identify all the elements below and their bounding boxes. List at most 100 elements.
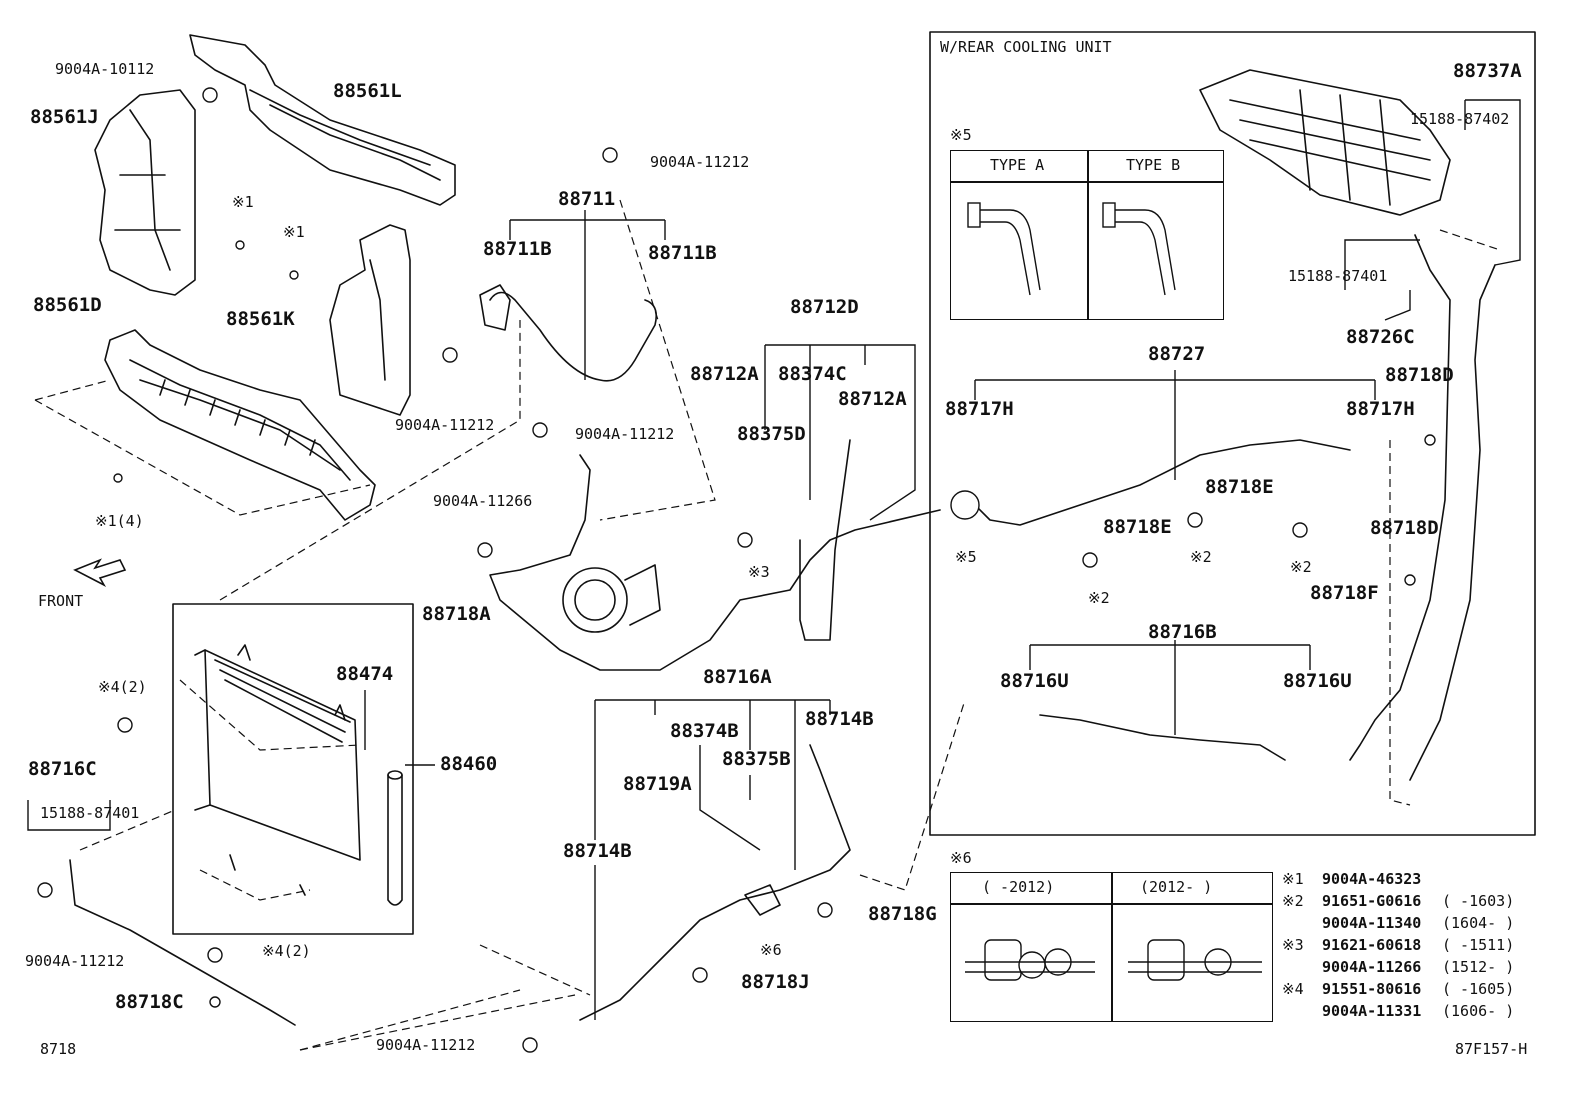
legend-range: ( -1603) bbox=[1442, 892, 1515, 910]
bracket-88716C bbox=[27, 800, 111, 831]
callout-88712A-right[interactable]: 88712A bbox=[838, 388, 907, 410]
legend-part: 9004A-11331 bbox=[1322, 1002, 1422, 1020]
receiver-dryer bbox=[387, 770, 403, 906]
rear-pipes bbox=[969, 234, 1496, 781]
bolt-icon bbox=[207, 947, 223, 963]
legend-mark: ※4 bbox=[1282, 980, 1304, 998]
callout-88727[interactable]: 88727 bbox=[1148, 343, 1206, 365]
legend-range: (1512- ) bbox=[1442, 958, 1515, 976]
callout-88718F[interactable]: 88718F bbox=[1310, 582, 1379, 604]
bolt-icon bbox=[442, 347, 458, 363]
callout-15188-87401-left[interactable]: 15188-87401 bbox=[40, 804, 140, 822]
note6-col-a: ( -2012) bbox=[982, 878, 1055, 896]
callout-9004A-11266[interactable]: 9004A-11266 bbox=[433, 492, 533, 510]
leader-dashed bbox=[34, 379, 371, 516]
note5-type-b-pipe bbox=[1110, 209, 1176, 296]
callout-9004A-10112[interactable]: 9004A-10112 bbox=[55, 60, 155, 78]
bolt-icon bbox=[235, 240, 245, 250]
callout-88717H-left[interactable]: 88717H bbox=[945, 398, 1014, 420]
callout-88561L[interactable]: 88561L bbox=[333, 80, 402, 102]
legend-part: 9004A-46323 bbox=[1322, 870, 1422, 888]
note5-type-b: TYPE B bbox=[1126, 156, 1181, 174]
bracket-88737A bbox=[1464, 99, 1521, 266]
discharge-hose-88711 bbox=[479, 284, 658, 382]
legend-part: 9004A-11340 bbox=[1322, 914, 1422, 932]
leader-dashed bbox=[199, 869, 311, 901]
callout-88737A[interactable]: 88737A bbox=[1453, 60, 1522, 82]
callout-88716C[interactable]: 88716C bbox=[28, 758, 97, 780]
legend-part: 9004A-11266 bbox=[1322, 958, 1422, 976]
note5-type-a-pipe bbox=[975, 209, 1041, 296]
callout-88718J[interactable]: 88718J bbox=[741, 971, 810, 993]
callout-15188-87401-right[interactable]: 15188-87401 bbox=[1288, 267, 1388, 285]
callout-88375D[interactable]: 88375D bbox=[737, 423, 806, 445]
note5-mark: ※5 bbox=[950, 126, 972, 144]
bolt-icon bbox=[1187, 512, 1203, 528]
bolt-icon bbox=[532, 422, 548, 438]
right-side-seal bbox=[329, 224, 411, 416]
note5-type-a: TYPE A bbox=[990, 156, 1045, 174]
legend-part: 91621-60618 bbox=[1322, 936, 1422, 954]
callout-mark5: ※5 bbox=[955, 548, 977, 566]
callout-88374C[interactable]: 88374C bbox=[778, 363, 847, 385]
leader-dashed bbox=[1389, 440, 1411, 806]
callout-88714B-right[interactable]: 88714B bbox=[805, 708, 874, 730]
callout-88561J[interactable]: 88561J bbox=[30, 106, 99, 128]
callout-88712D[interactable]: 88712D bbox=[790, 296, 859, 318]
callout-9004A-11212-mid2[interactable]: 9004A-11212 bbox=[575, 425, 675, 443]
compressor bbox=[562, 564, 661, 633]
callout-88718E-left[interactable]: 88718E bbox=[1103, 516, 1172, 538]
callout-88716U-right[interactable]: 88716U bbox=[1283, 670, 1352, 692]
bolt-icon bbox=[289, 270, 299, 280]
callout-88716U-left[interactable]: 88716U bbox=[1000, 670, 1069, 692]
legend-mark: ※3 bbox=[1282, 936, 1304, 954]
callout-88718C[interactable]: 88718C bbox=[115, 991, 184, 1013]
bolt-icon bbox=[117, 717, 133, 733]
callout-88712A-left[interactable]: 88712A bbox=[690, 363, 759, 385]
callout-88711B-left[interactable]: 88711B bbox=[483, 238, 552, 260]
callout-88716B[interactable]: 88716B bbox=[1148, 621, 1217, 643]
callout-88718E-right[interactable]: 88718E bbox=[1205, 476, 1274, 498]
callout-88716A[interactable]: 88716A bbox=[703, 666, 772, 688]
callout-88718D-bottom[interactable]: 88718D bbox=[1370, 517, 1439, 539]
rear-cooling-box bbox=[929, 31, 1536, 836]
callout-88561K[interactable]: 88561K bbox=[226, 308, 295, 330]
callout-9004A-11212-bottom-left[interactable]: 9004A-11212 bbox=[25, 952, 125, 970]
callout-mark3: ※3 bbox=[748, 563, 770, 581]
callout-88718A[interactable]: 88718A bbox=[422, 603, 491, 625]
legend-range: ( -1605) bbox=[1442, 980, 1515, 998]
callout-88711[interactable]: 88711 bbox=[558, 188, 616, 210]
bolt-icon bbox=[1082, 552, 1098, 568]
note6-col-b: (2012- ) bbox=[1140, 878, 1213, 896]
bolt-icon bbox=[477, 542, 493, 558]
leader-dashed bbox=[299, 994, 576, 1051]
callout-88726C[interactable]: 88726C bbox=[1346, 326, 1415, 348]
leader-dashed bbox=[1439, 229, 1501, 251]
callout-88711B-right[interactable]: 88711B bbox=[648, 242, 717, 264]
leader-dashed bbox=[219, 320, 521, 601]
front-label: FRONT bbox=[38, 592, 84, 610]
callout-88714B-left[interactable]: 88714B bbox=[563, 840, 632, 862]
leader-dashed bbox=[599, 199, 716, 521]
callout-mark4-a: ※4(2) bbox=[98, 678, 147, 696]
callout-15188-87402[interactable]: 15188-87402 bbox=[1410, 110, 1510, 128]
callout-9004A-11212-mid[interactable]: 9004A-11212 bbox=[395, 416, 495, 434]
callout-88719A[interactable]: 88719A bbox=[623, 773, 692, 795]
leader-dashed bbox=[859, 699, 966, 891]
callout-88460[interactable]: 88460 bbox=[440, 753, 498, 775]
callout-9004A-11212-top[interactable]: 9004A-11212 bbox=[650, 153, 750, 171]
callout-88374B[interactable]: 88374B bbox=[670, 720, 739, 742]
callout-88718D-top[interactable]: 88718D bbox=[1385, 364, 1454, 386]
legend-mark: ※1 bbox=[1282, 870, 1304, 888]
bolt-icon bbox=[1404, 574, 1416, 586]
left-side-seal bbox=[94, 89, 196, 296]
callout-88717H-right[interactable]: 88717H bbox=[1346, 398, 1415, 420]
callout-88375B[interactable]: 88375B bbox=[722, 748, 791, 770]
callout-88474[interactable]: 88474 bbox=[336, 663, 394, 685]
callout-9004A-11212-bottom[interactable]: 9004A-11212 bbox=[376, 1036, 476, 1054]
callout-88718G[interactable]: 88718G bbox=[868, 903, 937, 925]
callout-mark1-c: ※1(4) bbox=[95, 512, 144, 530]
callout-88561D[interactable]: 88561D bbox=[33, 294, 102, 316]
legend-part: 91551-80616 bbox=[1322, 980, 1422, 998]
